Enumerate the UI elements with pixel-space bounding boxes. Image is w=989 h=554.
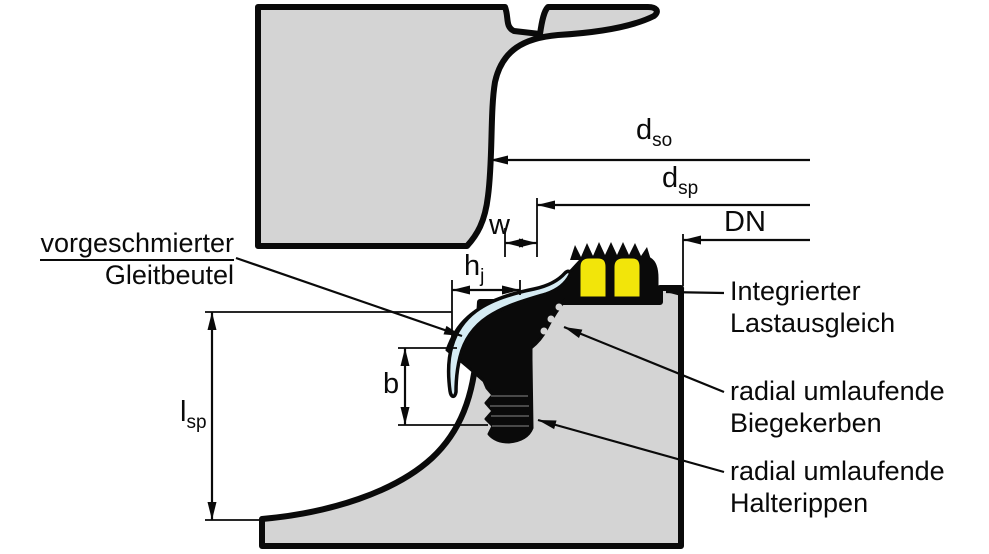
label-biegekerben: radial umlaufende Biegekerben [730,376,945,440]
label-gleitbeutel-line1: vorgeschmierter [40,228,234,261]
label-lastausgleich-line2: Lastausgleich [730,307,896,338]
leader-halterippen [537,418,725,474]
dim-label-dn: DN [724,206,766,238]
leader-gleitbeutel [235,256,463,338]
leader-biegekerben [563,325,725,394]
dim-label-lsp: lsp [180,396,207,433]
dimension-lines [207,155,810,520]
label-lastausgleich: Integrierter Lastausgleich [730,276,895,340]
biegekerben-notches [540,303,563,335]
dim-label-w: w [489,209,510,241]
dim-label-dsp: dsp [662,162,699,199]
lastausgleich-block-left [577,255,609,300]
label-halterippen-line1: radial umlaufende [730,456,945,486]
label-biegekerben-line1: radial umlaufende [730,376,945,406]
label-gleitbeutel: vorgeschmierter Gleitbeutel [26,228,234,292]
leader-lastausgleich [665,287,725,297]
dim-label-b: b [383,368,400,400]
dim-label-dso: dso [636,114,673,151]
dim-label-hj: hj [464,250,485,287]
socket-wall-cross-section [255,4,660,249]
leader-lines [235,256,725,474]
label-halterippen: radial umlaufende Halterippen [730,456,945,520]
label-biegekerben-line2: Biegekerben [730,407,882,438]
halterippen-ridges [490,395,529,427]
label-halterippen-line2: Halterippen [730,487,869,518]
label-lastausgleich-line1: Integrierter [730,276,861,306]
label-gleitbeutel-line2: Gleitbeutel [104,259,234,290]
lastausgleich-block-right [611,255,643,300]
